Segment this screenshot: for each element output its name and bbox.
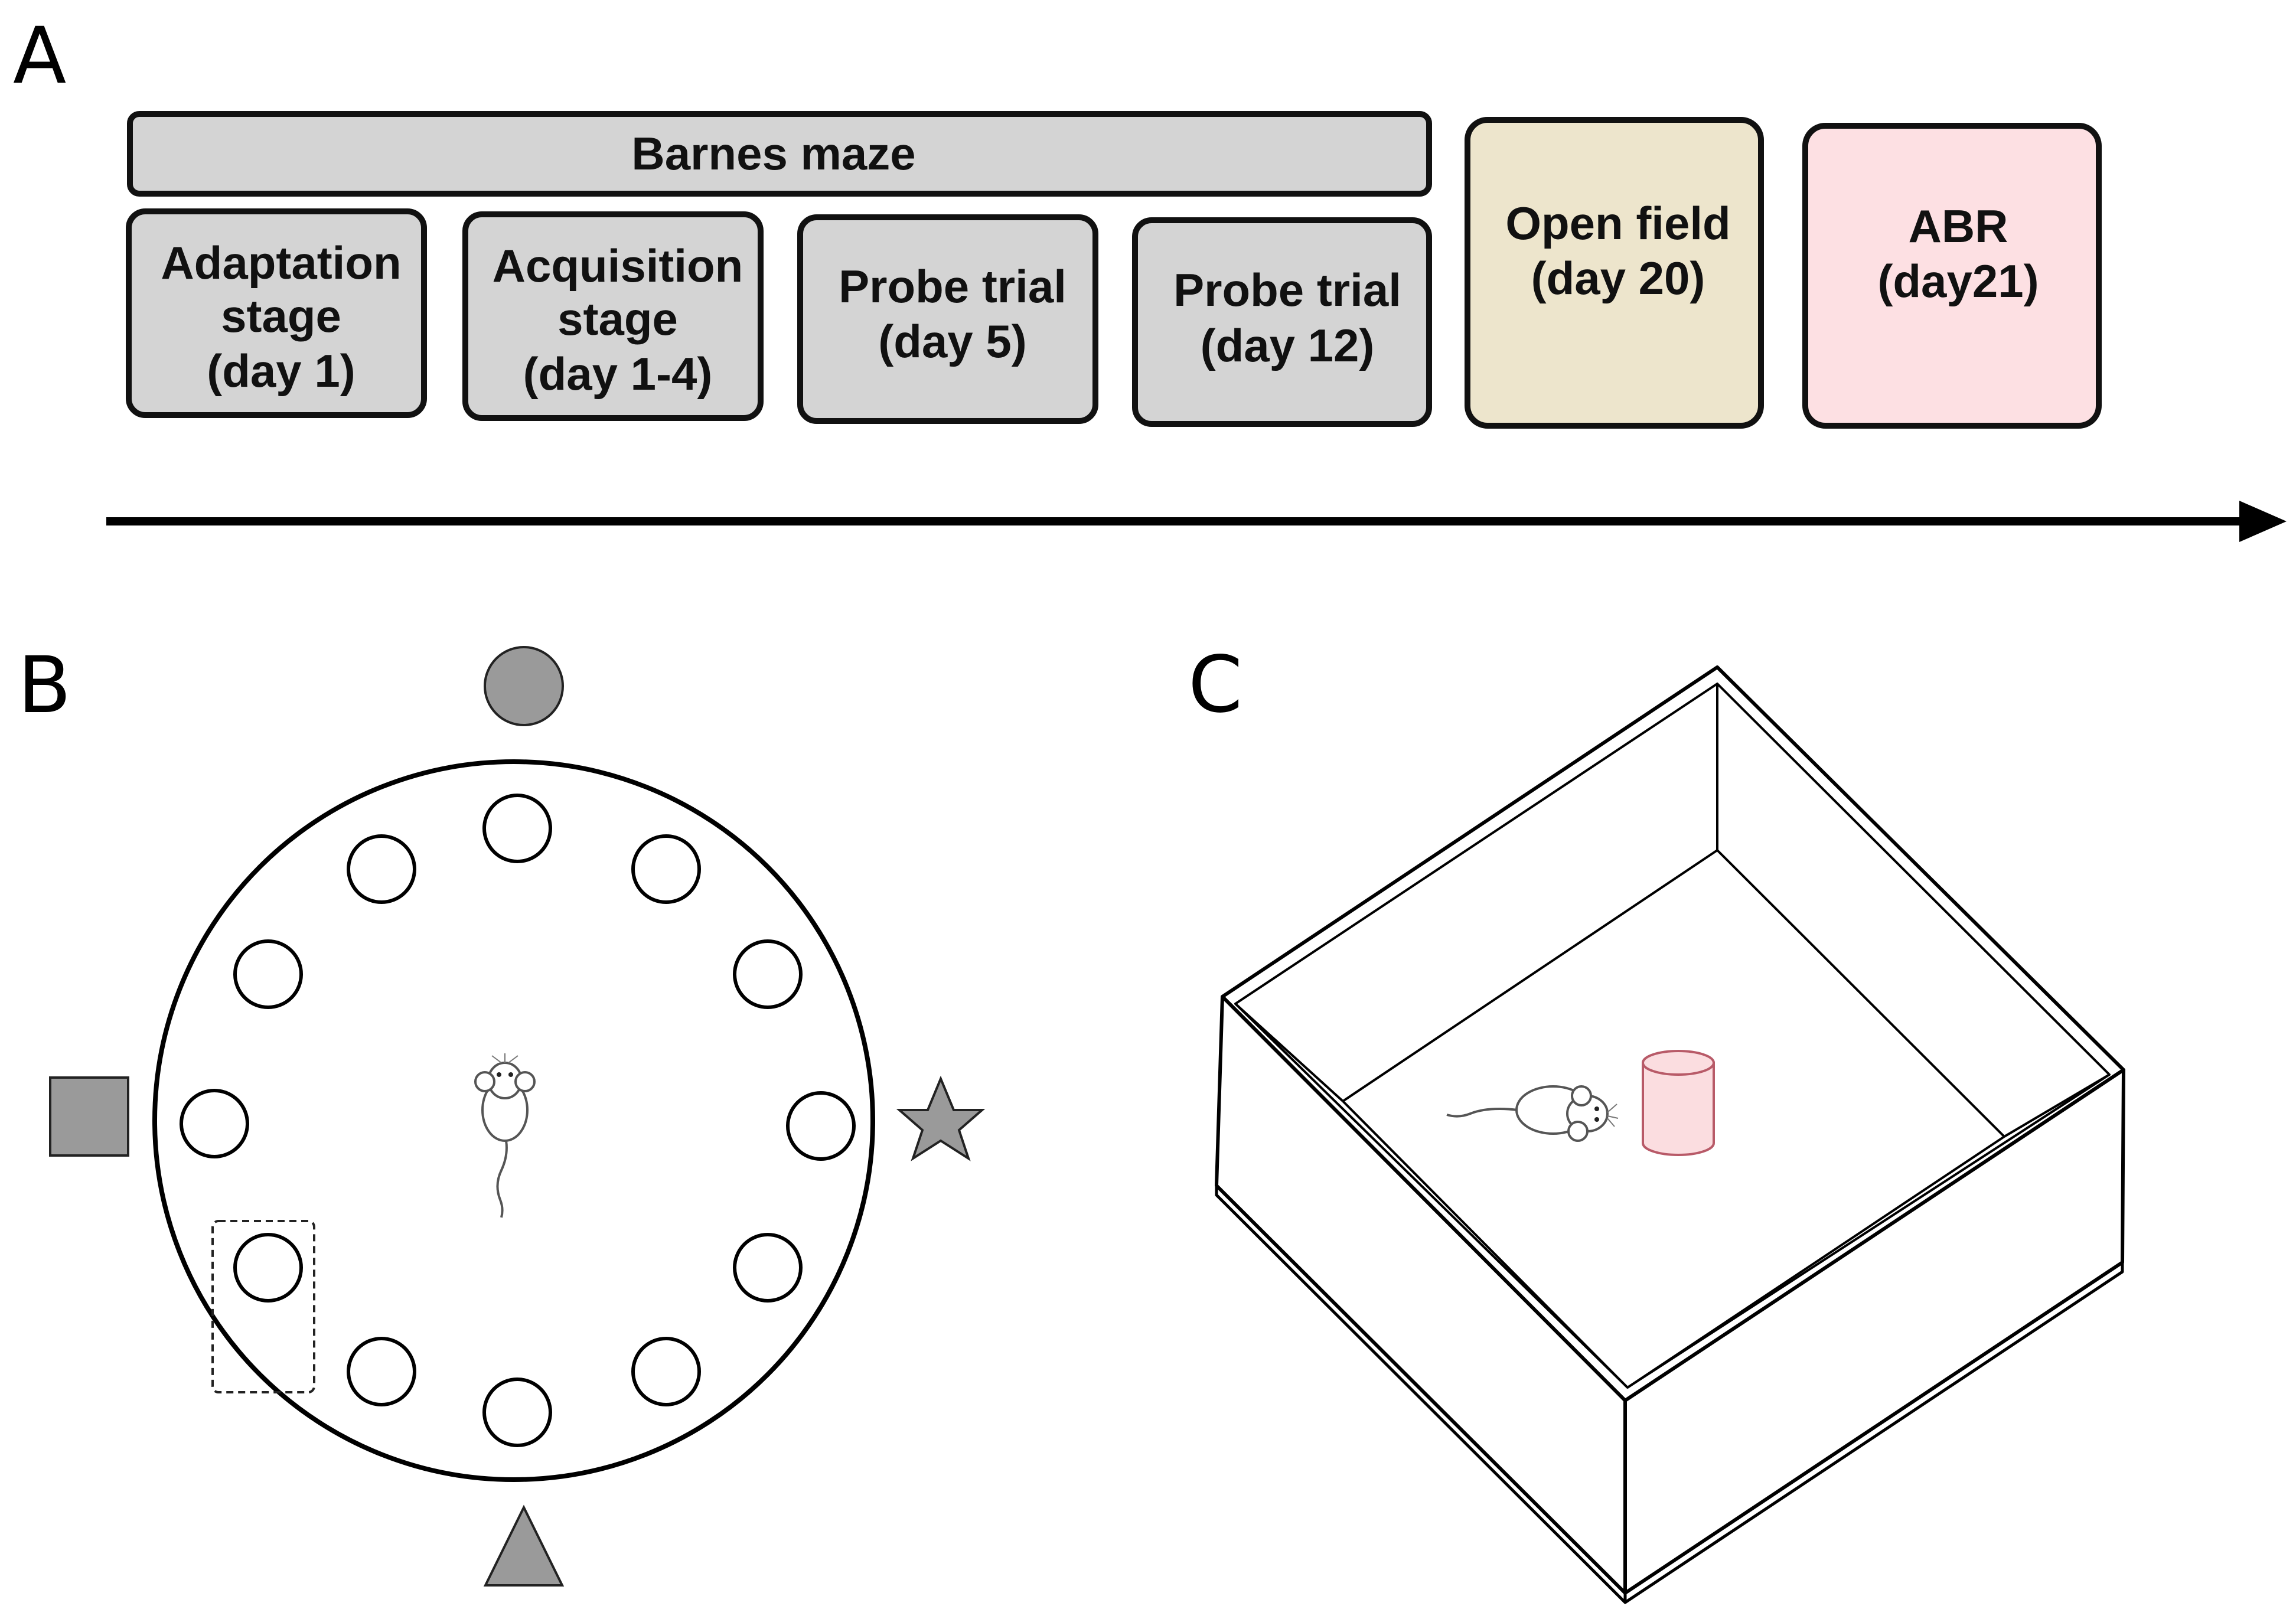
stage-adaptation-line1: Adaptation <box>161 237 401 289</box>
cue-triangle-icon <box>483 1504 565 1587</box>
panel-label-c: C <box>1188 639 1242 730</box>
panel-label-a: A <box>13 11 66 102</box>
maze-hole <box>482 794 552 863</box>
stage-acquisition-line1: Acquisition <box>493 240 743 292</box>
maze-hole <box>786 1091 856 1161</box>
abr-line2: (day21) <box>1877 255 2039 307</box>
stage-acquisition-line2: stage <box>557 293 678 345</box>
timeline-arrow <box>106 501 2287 542</box>
mouse-icon <box>474 1053 536 1218</box>
cue-square-icon <box>49 1076 129 1157</box>
cue-circle-icon <box>484 646 564 726</box>
maze-hole <box>631 1337 701 1406</box>
barnes-maze-holes <box>180 794 856 1447</box>
stage-box-probe-day5: Probe trial (day 5) <box>797 214 1098 424</box>
maze-hole <box>733 939 803 1009</box>
stage-probe-day12-line2: (day 12) <box>1201 319 1375 371</box>
barnes-maze-platform <box>152 759 875 1482</box>
stage-adaptation-line3: (day 1) <box>207 345 355 397</box>
maze-hole <box>482 1377 552 1447</box>
open-field-line2: (day 20) <box>1531 252 1705 304</box>
stage-box-probe-day12: Probe trial (day 12) <box>1132 217 1432 427</box>
barnes-maze-header: Barnes maze <box>127 111 1432 197</box>
open-field-mouse-icon <box>1446 1085 1619 1142</box>
panel-label-b: B <box>18 640 71 731</box>
maze-hole <box>347 834 416 904</box>
open-field-box: Open field (day 20) <box>1465 117 1764 429</box>
stage-probe-day5-line2: (day 5) <box>878 315 1026 367</box>
open-field-line1: Open field <box>1505 197 1730 249</box>
maze-hole <box>347 1337 416 1406</box>
barnes-maze-header-label: Barnes maze <box>631 128 915 179</box>
maze-hole-target <box>233 1233 303 1303</box>
novel-object-cylinder <box>1642 1050 1715 1156</box>
abr-box: ABR (day21) <box>1802 123 2102 429</box>
maze-hole <box>233 939 303 1009</box>
open-field-arena <box>1215 665 2125 1604</box>
stage-box-adaptation: Adaptation stage (day 1) <box>126 208 427 418</box>
maze-hole <box>180 1089 249 1158</box>
stage-box-acquisition: Acquisition stage (day 1-4) <box>462 211 764 421</box>
stage-acquisition-line3: (day 1-4) <box>523 348 713 400</box>
maze-hole <box>733 1233 803 1303</box>
maze-hole <box>631 834 701 904</box>
escape-box-target-outline <box>211 1220 315 1393</box>
stage-adaptation-line2: stage <box>221 290 341 342</box>
abr-line1: ABR <box>1909 200 2008 252</box>
cue-star-icon <box>896 1075 986 1161</box>
stage-probe-day5-line1: Probe trial <box>839 260 1067 312</box>
stage-probe-day12-line1: Probe trial <box>1173 264 1401 316</box>
